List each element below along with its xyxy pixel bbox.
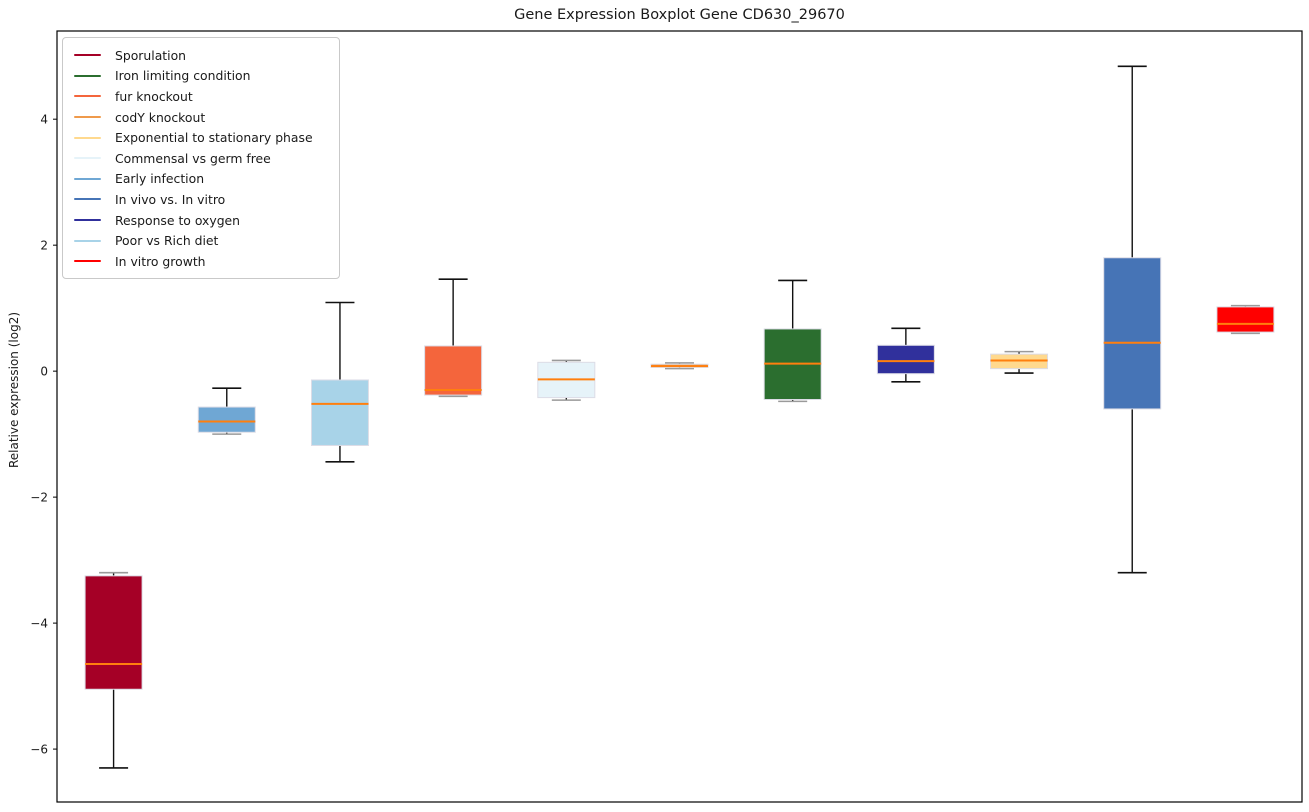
boxplot-commensal-vs-germ-free	[537, 359, 596, 401]
box	[1216, 306, 1275, 333]
legend-label: codY knockout	[115, 109, 206, 125]
legend-label: Poor vs Rich diet	[115, 233, 219, 249]
legend-swatch-icon	[74, 54, 101, 57]
legend-label: Sporulation	[115, 47, 187, 63]
legend-item-cody-knockout: codY knockout	[63, 107, 339, 128]
legend-swatch-icon	[74, 239, 101, 242]
box	[1103, 257, 1162, 410]
legend-swatch-icon	[74, 157, 101, 160]
legend-item-early-infection: Early infection	[63, 169, 339, 190]
box	[876, 344, 935, 375]
legend-item-commensal-vs-germ-free: Commensal vs germ free	[63, 148, 339, 169]
boxplot-iron-limiting-condition	[763, 279, 822, 403]
legend-swatch-icon	[74, 198, 101, 201]
legend-swatch-icon	[74, 136, 101, 139]
y-tick-label: 2	[40, 238, 48, 252]
legend-swatch-icon	[74, 219, 101, 222]
legend-swatch-icon	[74, 116, 101, 119]
y-tick-label: −2	[30, 490, 48, 504]
box	[424, 345, 483, 396]
boxplot-exponential-to-stationary-phase	[990, 350, 1049, 374]
y-tick-label: −6	[30, 742, 48, 756]
legend-label: fur knockout	[115, 88, 193, 104]
legend-swatch-icon	[74, 260, 101, 263]
legend-item-response-to-oxygen: Response to oxygen	[63, 210, 339, 231]
box	[310, 379, 369, 446]
legend-label: Early infection	[115, 171, 205, 187]
legend-item-sporulation: Sporulation	[63, 45, 339, 66]
boxplot-sporulation	[84, 571, 143, 769]
boxplot-poor-vs-rich-diet	[310, 301, 369, 463]
legend-swatch-icon	[74, 95, 101, 98]
legend-swatch-icon	[74, 177, 101, 180]
legend-item-in-vivo-vs-in-vitro: In vivo vs. In vitro	[63, 189, 339, 210]
boxplot-fur-knockout	[424, 278, 483, 398]
y-tick-label: 4	[40, 112, 48, 126]
box	[84, 575, 143, 690]
boxplot-early-infection	[197, 387, 256, 435]
boxplot-cody-knockout	[650, 362, 709, 370]
plot-frame	[56, 30, 1303, 803]
boxplot-in-vitro-growth	[1216, 304, 1275, 335]
legend-label: Commensal vs germ free	[115, 150, 271, 166]
legend-item-in-vitro-growth: In vitro growth	[63, 251, 339, 272]
boxplot-in-vivo-vs-in-vitro	[1103, 65, 1162, 574]
legend-item-iron-limiting-condition: Iron limiting condition	[63, 66, 339, 87]
y-tick-label: 0	[40, 364, 48, 378]
legend-swatch-icon	[74, 74, 101, 77]
legend-item-exponential-to-stationary-phase: Exponential to stationary phase	[63, 127, 339, 148]
legend-label: Iron limiting condition	[115, 68, 251, 84]
chart-title: Gene Expression Boxplot Gene CD630_29670	[514, 7, 845, 23]
boxplot-response-to-oxygen	[876, 327, 935, 383]
legend-label: Exponential to stationary phase	[115, 130, 313, 146]
legend-label: Response to oxygen	[115, 212, 241, 228]
legend-label: In vitro growth	[115, 253, 206, 269]
legend-label: In vivo vs. In vitro	[115, 191, 226, 207]
legend-item-poor-vs-rich-diet: Poor vs Rich diet	[63, 230, 339, 251]
box	[197, 406, 256, 433]
y-tick-label: −4	[30, 616, 48, 630]
legend-item-fur-knockout: fur knockout	[63, 86, 339, 107]
